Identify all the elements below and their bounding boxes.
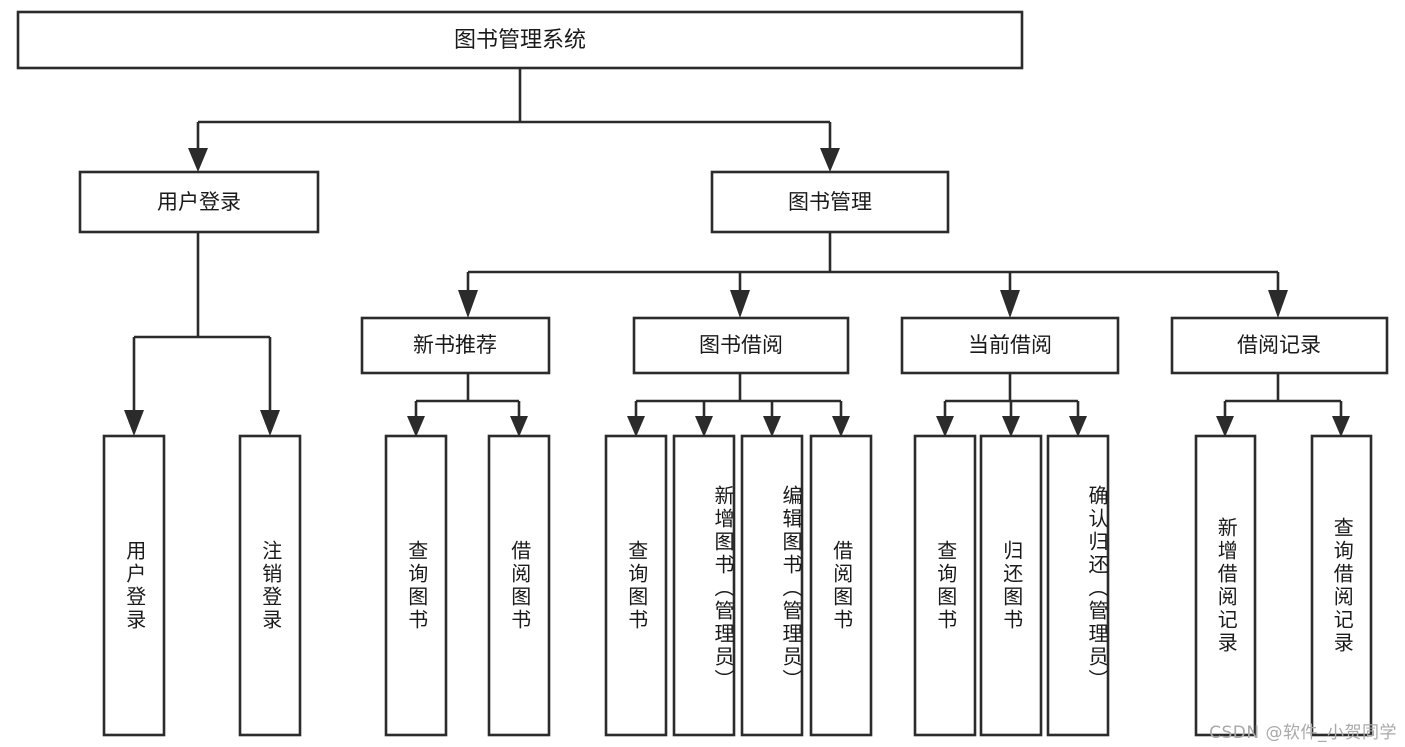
leaf-box-record-query-record[interactable]	[1310, 434, 1373, 737]
arrow-to-leaf-newbook-2	[510, 416, 528, 437]
node-label-borrow-record: 借阅记录	[1237, 333, 1321, 357]
leaf-box-login-user-login[interactable]	[102, 434, 166, 737]
arrow-to-leaf-borrow-1	[627, 416, 645, 437]
node-label-new-book-recommend: 新书推荐	[413, 333, 497, 357]
arrow-to-leaf-borrow-2	[695, 416, 713, 437]
node-box-borrow-record[interactable]	[1170, 316, 1389, 375]
leaf-box-borrow-query-book[interactable]	[604, 434, 668, 737]
node-box-current-borrow[interactable]	[900, 316, 1120, 375]
node-box-new-book-recommend[interactable]	[360, 316, 551, 375]
arrow-to-leaf-login-1	[124, 410, 144, 436]
horizontal-labels-layer: 图书管理系统 用户登录 图书管理 新书推荐 图书借阅 当前借阅 借阅记录	[157, 28, 1321, 357]
arrow-to-book-management	[820, 148, 840, 172]
arrow-to-leaf-borrow-3	[763, 416, 781, 437]
node-label-user-login: 用户登录	[157, 190, 241, 214]
edges-layer	[132, 68, 1343, 418]
arrow-to-current-borrow	[1000, 290, 1020, 318]
page-title: 图书管理系统	[454, 28, 586, 53]
node-box-root[interactable]	[16, 10, 1024, 70]
arrow-to-borrow-record	[1268, 290, 1288, 318]
leaf-box-borrow-add-book[interactable]	[672, 434, 736, 737]
arrow-to-book-borrow	[730, 290, 750, 318]
node-box-book-borrow[interactable]	[632, 316, 850, 375]
leaf-box-newbook-borrow-book[interactable]	[487, 434, 551, 737]
leaf-box-record-add-record[interactable]	[1194, 434, 1257, 737]
arrow-to-leaf-borrow-4	[832, 416, 850, 437]
node-label-book-borrow: 图书借阅	[699, 333, 783, 357]
node-label-current-borrow: 当前借阅	[968, 333, 1052, 357]
arrow-to-leaf-record-1	[1216, 416, 1234, 437]
arrow-to-leaf-current-2	[1002, 416, 1020, 437]
node-box-user-login[interactable]	[78, 170, 320, 234]
nodes-layer	[16, 10, 1389, 737]
node-box-book-management[interactable]	[710, 170, 950, 234]
leaf-box-login-logout[interactable]	[238, 434, 302, 737]
node-label-book-management: 图书管理	[788, 190, 872, 214]
arrow-to-new-book	[458, 290, 478, 318]
arrow-to-leaf-record-2	[1332, 416, 1350, 437]
leaf-box-borrow-borrow-book[interactable]	[809, 434, 873, 737]
arrow-to-leaf-newbook-1	[407, 416, 425, 437]
arrow-to-leaf-login-2	[260, 410, 280, 436]
leaf-box-current-query-book[interactable]	[913, 434, 977, 737]
csdn-watermark: CSDN @软件_小贺同学	[1209, 723, 1397, 743]
arrow-to-leaf-current-3	[1069, 416, 1087, 437]
leaf-box-current-return-book[interactable]	[979, 434, 1043, 737]
arrow-to-user-login	[188, 148, 208, 172]
leaf-box-current-confirm-return[interactable]	[1046, 434, 1110, 737]
leaf-box-newbook-query-book[interactable]	[384, 434, 448, 737]
leaf-box-borrow-edit-book[interactable]	[740, 434, 804, 737]
arrow-to-leaf-current-1	[936, 416, 954, 437]
arrowheads-layer	[124, 148, 1350, 437]
